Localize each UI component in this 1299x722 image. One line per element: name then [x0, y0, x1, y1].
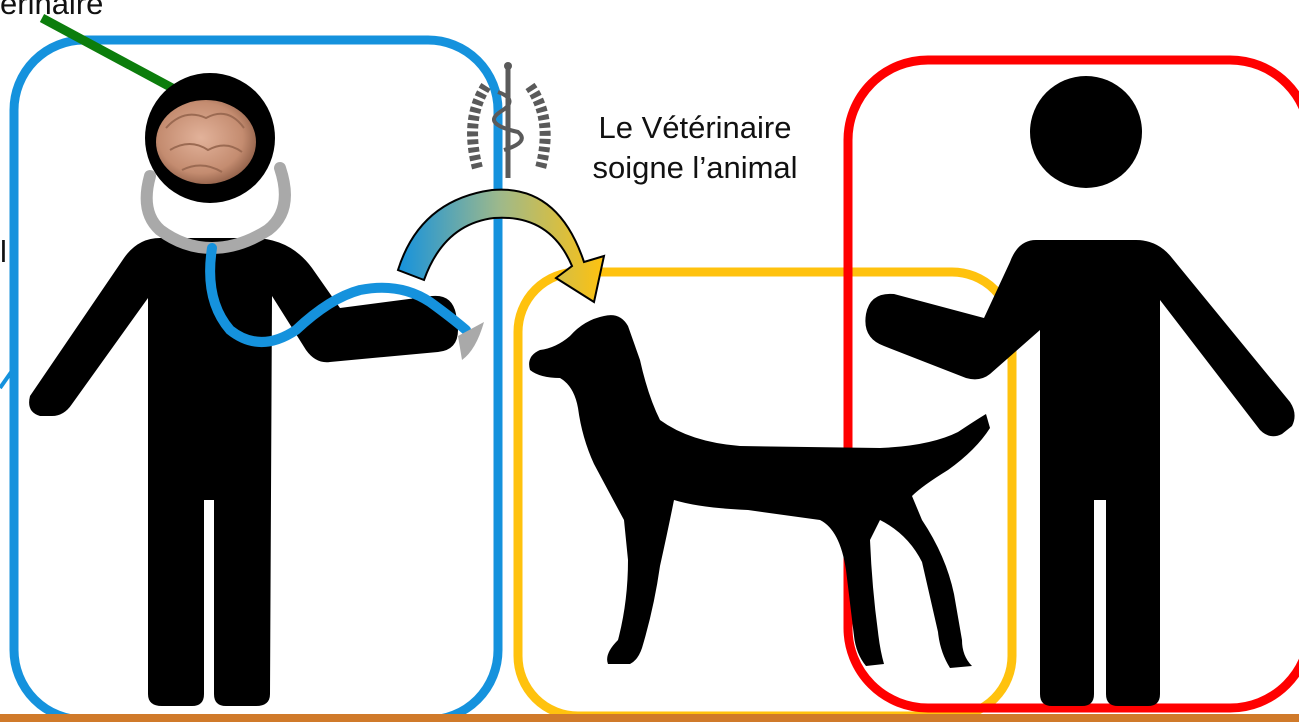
caption-text: Le Vétérinaire soigne l’animal: [560, 108, 830, 188]
dog-silhouette-icon: [529, 315, 990, 668]
caption-line-1: Le Vétérinaire: [560, 108, 830, 148]
bottom-rule: [0, 714, 1299, 722]
caption-line-2: soigne l’animal: [560, 148, 830, 188]
partial-label-left: l: [0, 234, 14, 270]
caduceus-emblem-icon: [473, 62, 546, 178]
owner-silhouette-icon: [865, 76, 1294, 706]
partial-label-top: érinaire: [0, 0, 103, 22]
brain-icon: [156, 100, 256, 184]
